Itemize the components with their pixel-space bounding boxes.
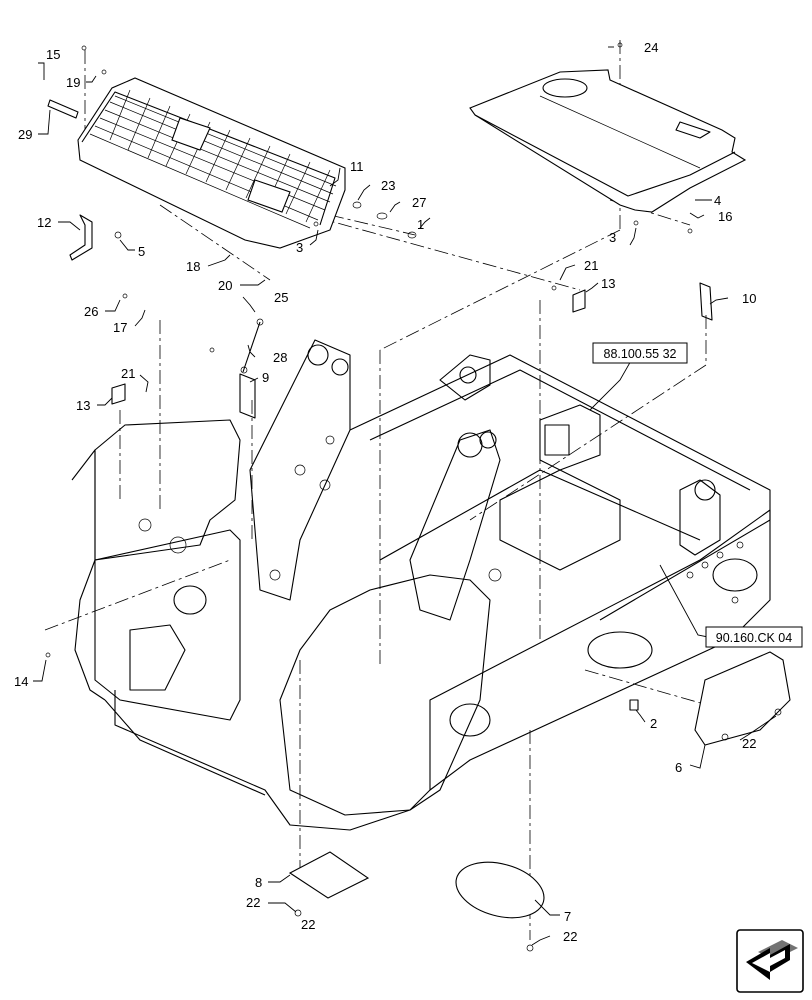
callout-number: 13 [601, 276, 615, 291]
reference-box-1: 88.100.55 32 [592, 342, 688, 364]
small-parts [45, 42, 791, 952]
frame-bolts [138, 435, 744, 604]
callout-number: 20 [218, 278, 232, 293]
rear-grille [77, 77, 346, 249]
callout-number: 19 [66, 75, 80, 90]
callout-number: 15 [46, 47, 60, 62]
callout-number: 8 [255, 875, 262, 890]
callout-number: 4 [714, 193, 721, 208]
callout-number: 29 [18, 127, 32, 142]
callout-number: 21 [121, 366, 135, 381]
callout-number: 24 [644, 40, 658, 55]
callout-number: 13 [76, 398, 90, 413]
callout-number: 7 [564, 909, 571, 924]
callout-number: 5 [138, 244, 145, 259]
center-lines [44, 40, 761, 940]
callout-number: 28 [273, 350, 287, 365]
callout-number: 23 [381, 178, 395, 193]
callouts: 1 2 3 3 4 5 6 7 8 9 10 11 12 13 13 14 15… [14, 40, 756, 944]
callout-number: 22 [246, 895, 260, 910]
callout-number: 12 [37, 215, 51, 230]
callout-number: 25 [274, 290, 288, 305]
callout-number: 11 [350, 159, 364, 174]
callout-number: 27 [412, 195, 426, 210]
top-cover-plate [469, 69, 747, 213]
next-page-arrow-icon[interactable] [736, 929, 804, 993]
callout-number: 6 [675, 760, 682, 775]
reference-box-2: 90.160.CK 04 [705, 626, 803, 648]
reference-label: 90.160.CK 04 [716, 631, 792, 645]
callout-number: 17 [113, 320, 127, 335]
callout-number: 21 [584, 258, 598, 273]
callout-number: 3 [609, 230, 616, 245]
callout-number: 9 [262, 370, 269, 385]
loader-frame [71, 339, 771, 831]
callout-number: 2 [650, 716, 657, 731]
callout-number: 14 [14, 674, 28, 689]
reference-label: 88.100.55 32 [604, 347, 677, 361]
callout-number: 1 [417, 217, 424, 232]
callout-number: 10 [742, 291, 756, 306]
callout-number: 22 [301, 917, 315, 932]
callout-number: 16 [718, 209, 732, 224]
callout-number: 18 [186, 259, 200, 274]
callout-number: 26 [84, 304, 98, 319]
callout-number: 22 [563, 929, 577, 944]
callout-number: 3 [296, 240, 303, 255]
callout-number: 22 [742, 736, 756, 751]
